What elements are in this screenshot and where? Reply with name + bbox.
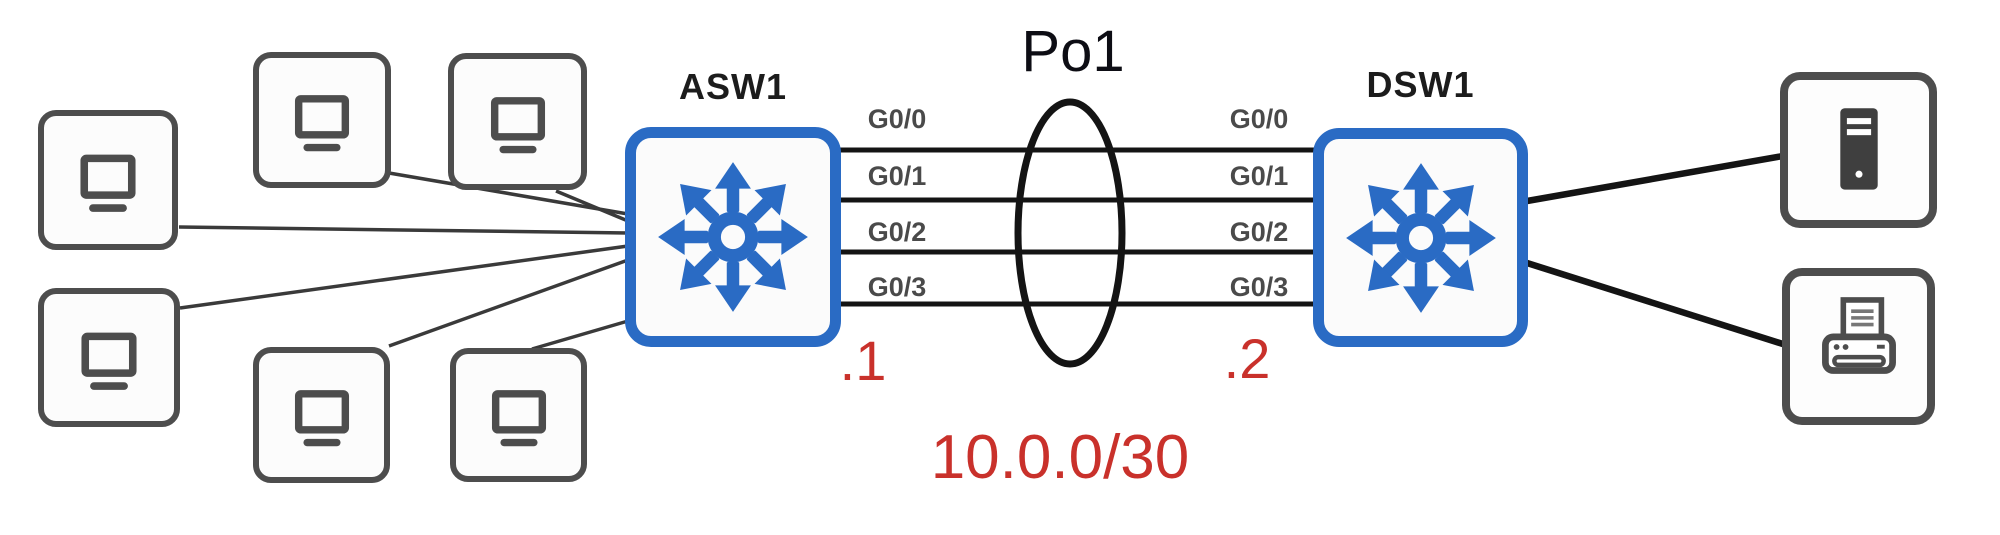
printer-node xyxy=(1782,268,1935,425)
ip-suffix-asw1: .1 xyxy=(839,329,887,392)
pc-link xyxy=(388,171,629,216)
port-label-right-g0-2: G0/2 xyxy=(1229,217,1289,247)
pc-node xyxy=(253,347,390,483)
pc-link xyxy=(555,189,629,223)
pc-node xyxy=(448,53,587,190)
pc-link xyxy=(388,258,629,348)
port-label-right-g0-3: G0/3 xyxy=(1229,272,1289,302)
pc-node xyxy=(38,288,180,427)
port-channel-ellipse xyxy=(1014,98,1126,368)
pc-node xyxy=(253,52,391,188)
pc-link xyxy=(531,319,629,351)
ip-suffix-dsw1: .2 xyxy=(1223,327,1271,390)
desktop-monitor-icon xyxy=(490,96,545,153)
desktop-monitor-icon xyxy=(491,390,546,447)
printer-link xyxy=(1526,259,1787,349)
pc-link xyxy=(179,244,629,310)
switch-asw1 xyxy=(625,127,841,347)
pc-node xyxy=(38,110,178,250)
port-label-left-g0-1: G0/1 xyxy=(867,161,927,191)
server-tower-icon xyxy=(1839,108,1878,190)
pc-link xyxy=(178,225,629,235)
port-label-right-g0-1: G0/1 xyxy=(1229,161,1289,191)
port-channel-label: Po1 xyxy=(1021,19,1125,84)
switch-dsw1 xyxy=(1313,128,1528,347)
pc-access-links xyxy=(178,171,629,351)
server-node xyxy=(1780,72,1937,228)
port-label-left-g0-3: G0/3 xyxy=(867,272,927,302)
multidirectional-arrows-switch-icon xyxy=(658,162,808,312)
switch-name-asw1: ASW1 xyxy=(678,66,787,107)
port-channel-links xyxy=(838,147,1315,307)
port-label-left-g0-0: G0/0 xyxy=(867,104,927,134)
desktop-monitor-icon xyxy=(294,95,350,152)
server-link xyxy=(1526,152,1784,205)
switch-name-dsw1: DSW1 xyxy=(1366,64,1475,105)
printer-icon xyxy=(1821,296,1896,374)
pc-node xyxy=(450,348,587,482)
port-label-right-g0-0: G0/0 xyxy=(1229,104,1289,134)
desktop-monitor-icon xyxy=(81,332,137,390)
multidirectional-arrows-switch-icon xyxy=(1345,162,1496,313)
port-label-left-g0-2: G0/2 xyxy=(867,217,927,247)
desktop-monitor-icon xyxy=(294,390,349,447)
distribution-links xyxy=(1526,152,1787,349)
desktop-monitor-icon xyxy=(80,154,136,212)
subnet-label: 10.0.0/30 xyxy=(930,423,1190,492)
